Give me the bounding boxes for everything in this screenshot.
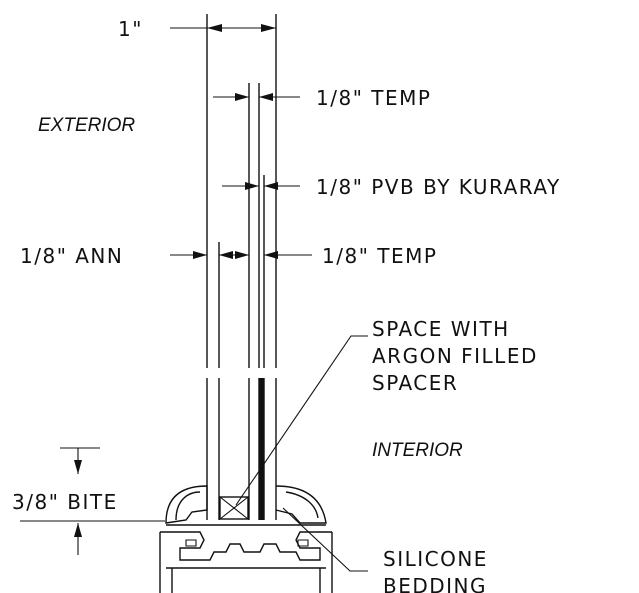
- dimension-bite: [20, 447, 165, 555]
- glass-panes-upper: [206, 14, 277, 368]
- glass-panes-lower: [206, 378, 277, 520]
- label-space-line2: ARGON FILLED: [372, 344, 538, 368]
- silicone-leader: [282, 507, 368, 572]
- label-overall: 1": [118, 17, 143, 41]
- label-exterior: EXTERIOR: [38, 115, 135, 136]
- pvb-interlayer: [259, 378, 264, 520]
- label-silicone-line1: SILICONE: [383, 547, 488, 571]
- label-temp-inner: 1/8" TEMP: [322, 244, 437, 268]
- dimension-temp-outer: [213, 93, 300, 101]
- dimension-ann-temp: [170, 251, 312, 259]
- label-pvb: 1/8" PVB BY KURARAY: [316, 175, 561, 199]
- dimension-overall: [170, 24, 276, 32]
- label-silicone-line2: BEDDING: [383, 574, 487, 593]
- dimension-pvb: [222, 182, 300, 190]
- label-space-line3: SPACER: [372, 371, 458, 395]
- label-space-line1: SPACE WITH: [372, 317, 510, 341]
- label-ann: 1/8" ANN: [20, 244, 123, 268]
- label-bite: 3/8" BITE: [12, 490, 118, 514]
- label-temp-outer: 1/8" TEMP: [316, 86, 431, 110]
- frame-profile: [159, 485, 333, 593]
- label-interior: INTERIOR: [372, 440, 463, 461]
- argon-spacer: [219, 335, 368, 520]
